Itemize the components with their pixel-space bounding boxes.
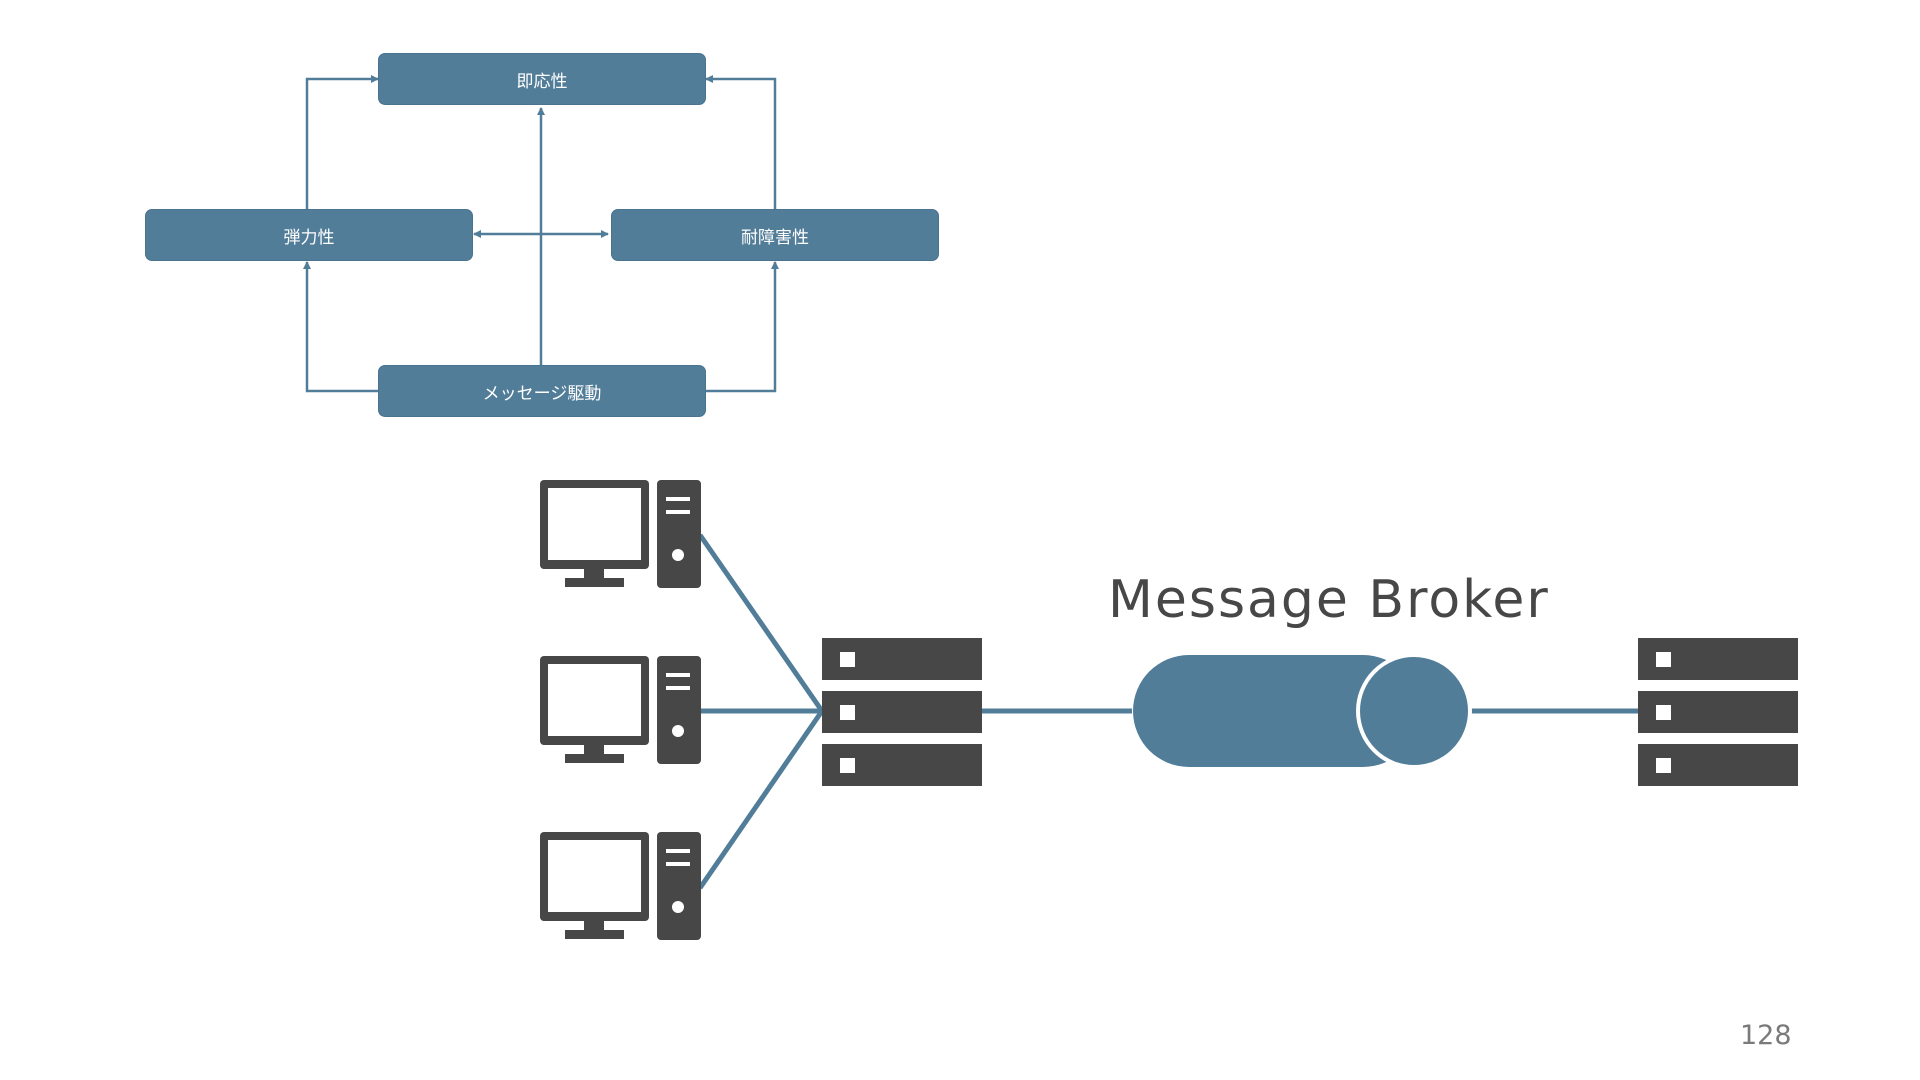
arrow-resilient-to-responsive: [705, 75, 777, 209]
node-responsive: 即応性: [378, 53, 706, 105]
page-number: 128: [1740, 1020, 1792, 1051]
node-resilient-label: 耐障害性: [741, 227, 809, 248]
desktop-computer-icon: [540, 480, 701, 588]
server-rack-icon: [822, 638, 982, 786]
link-client-3-to-server: [697, 709, 825, 890]
broker-label: Message Broker: [1108, 570, 1550, 630]
node-resilient: 耐障害性: [611, 209, 939, 261]
node-elastic-label: 弾力性: [283, 227, 335, 248]
server-rack-icon: [1638, 638, 1798, 786]
desktop-computer-icon: [540, 832, 701, 940]
link-client-1-to-server: [697, 533, 825, 713]
arrow-elastic-to-responsive: [305, 75, 379, 209]
message-queue-cylinder-icon: [1133, 653, 1472, 769]
arrow-message-to-resilient: [706, 261, 779, 393]
node-responsive-label: 即応性: [516, 71, 568, 92]
desktop-computer-icon: [540, 656, 701, 764]
node-message-driven: メッセージ駆動: [378, 365, 706, 417]
node-elastic: 弾力性: [145, 209, 473, 261]
node-message-driven-label: メッセージ駆動: [482, 383, 602, 404]
arrow-message-to-elastic: [303, 261, 378, 393]
